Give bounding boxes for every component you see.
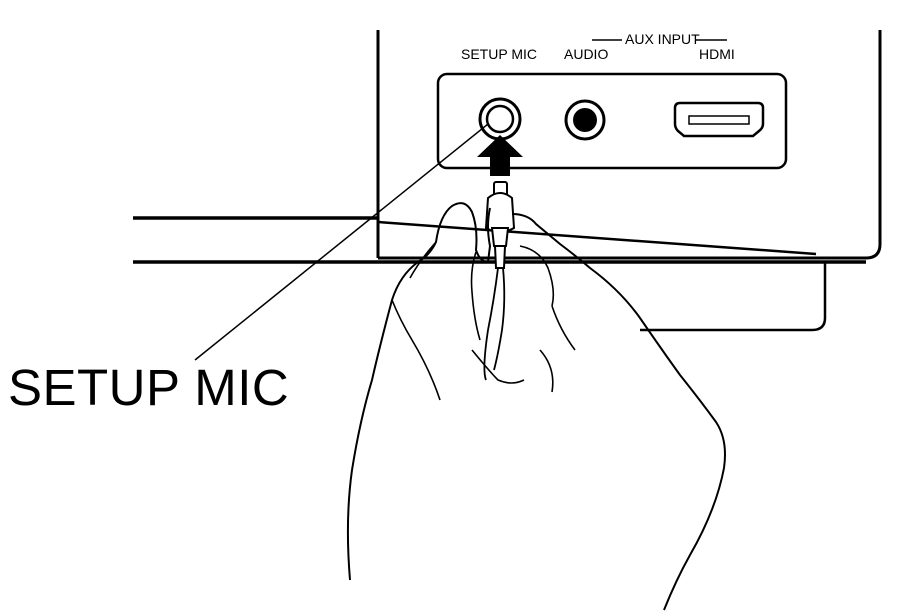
hdmi-port[interactable] <box>673 101 765 138</box>
mic-cable <box>483 267 506 381</box>
hand-outline <box>346 202 726 611</box>
hand-finger-lines <box>391 241 576 401</box>
setup-mic-callout: SETUP MIC <box>8 359 290 416</box>
connector-panel <box>436 72 788 170</box>
setup-mic-jack[interactable] <box>478 97 522 141</box>
setup-mic-panel-label: SETUP MIC <box>461 46 537 62</box>
device-chassis-outline <box>376 30 882 260</box>
hdmi-label: HDMI <box>699 46 735 62</box>
insert-arrow-icon <box>477 135 523 176</box>
mic-plug <box>484 181 516 269</box>
audio-jack[interactable] <box>564 99 606 141</box>
aux-input-label: AUX INPUT <box>625 31 700 47</box>
callout-leader-line <box>194 123 489 361</box>
audio-label: AUDIO <box>564 46 609 62</box>
device-base-outline <box>377 220 827 332</box>
